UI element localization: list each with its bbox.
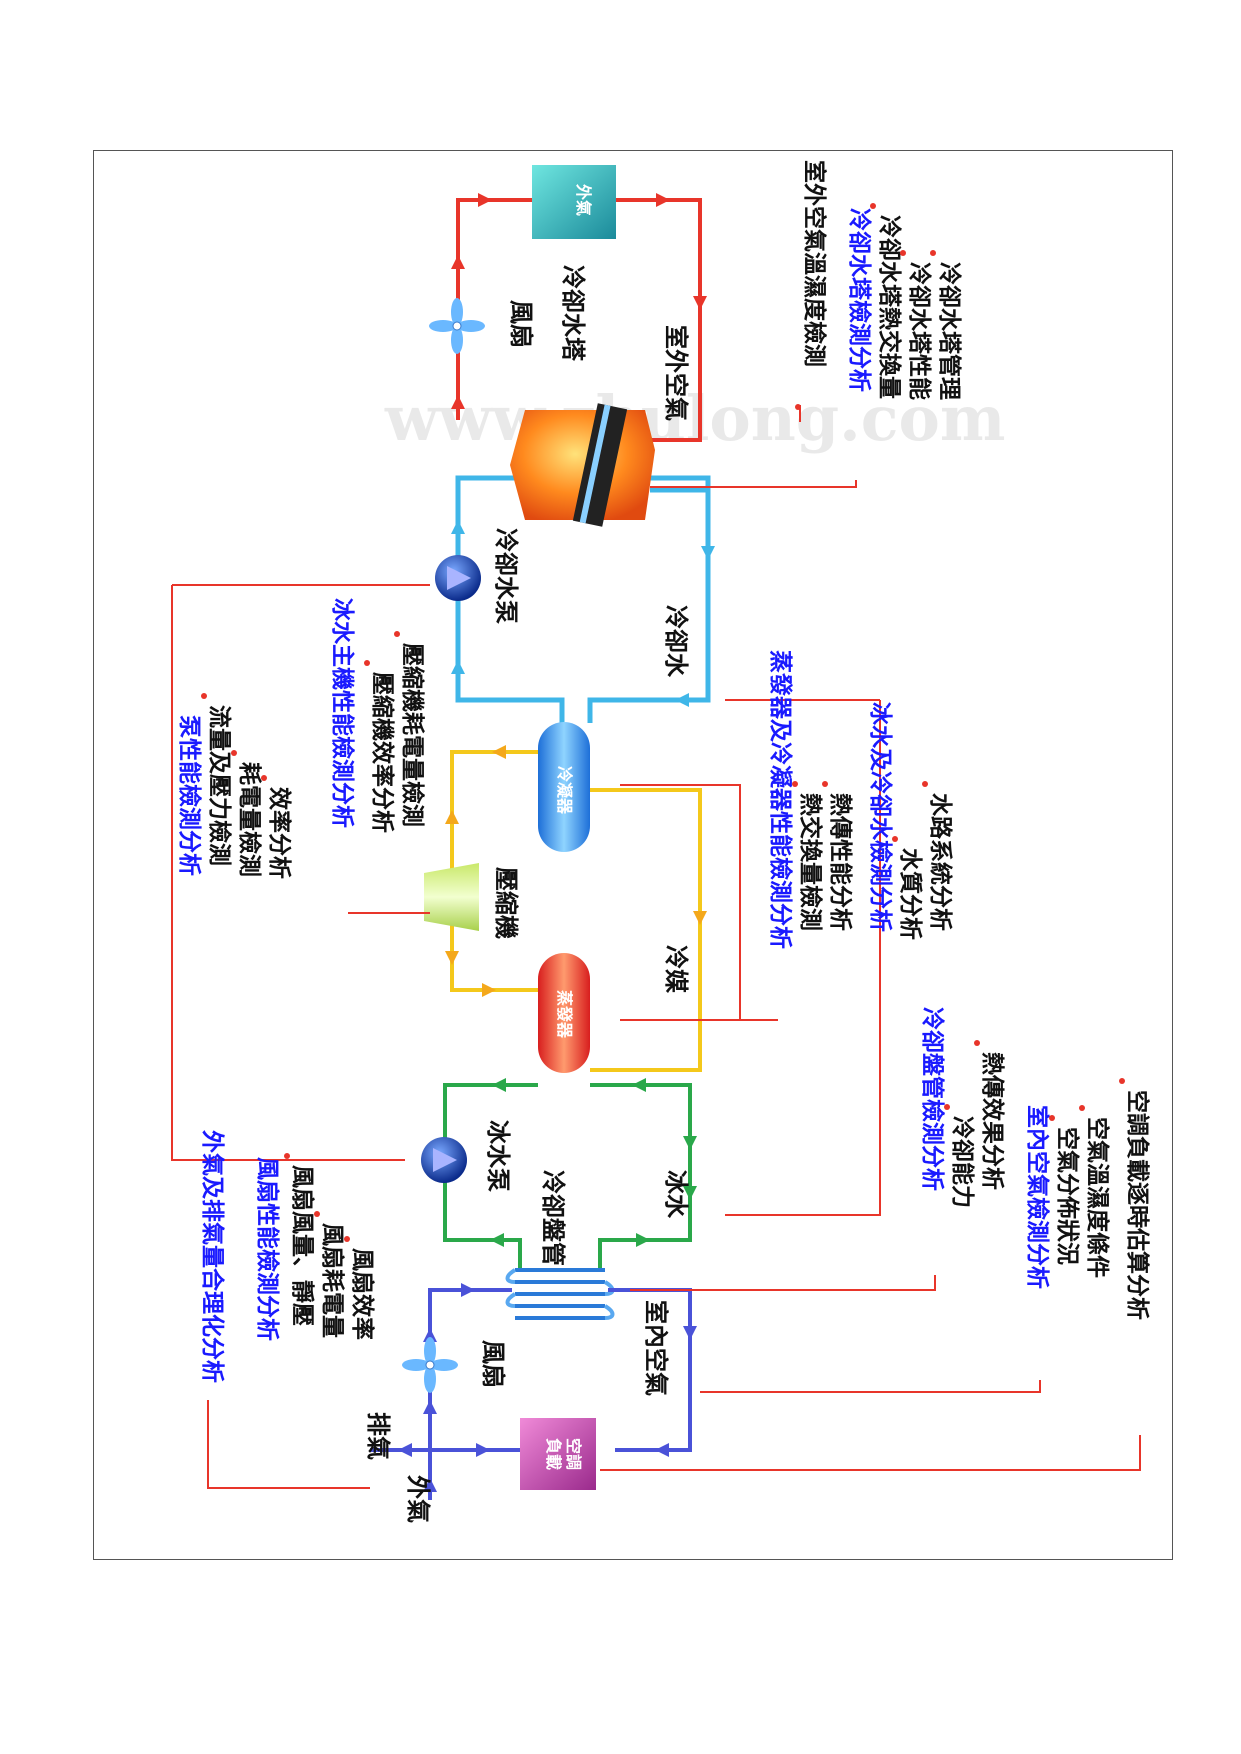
indoor-air-label: 室內空氣	[642, 1300, 670, 1396]
panel-water-title: 冰水及冷卻水檢測分析	[867, 702, 894, 932]
tower-fan-icon	[429, 298, 485, 354]
cooling-water-loop	[455, 475, 711, 723]
tower-air-arrows	[451, 193, 707, 409]
panel-exhaust-title: 外氣及排氣量合理化分析	[199, 1130, 226, 1383]
panel-tower-item: 冷卻水塔熱交換量	[876, 215, 903, 399]
air-load-box	[520, 1418, 596, 1490]
exhaust-label: 排氣	[364, 1412, 392, 1460]
cooling-water-arrows	[451, 520, 715, 707]
cooling-water-label: 冷卻水	[662, 605, 690, 678]
chilled-water-pump-label: 冰水泵	[484, 1120, 512, 1192]
panel-evap-cond-item: 熱傳性能分析	[827, 793, 854, 931]
panel-tower-item: 冷卻水塔管理	[936, 262, 963, 400]
air-load-label-1: 空調	[564, 1438, 583, 1470]
panel-indoor-title: 室內空氣檢測分析	[1024, 1105, 1051, 1289]
panel-chiller: 冰水主機性能檢測分析 壓縮機效率分析 壓縮機耗電量檢測	[329, 598, 426, 833]
panel-tower-item: 冷卻水塔性能	[906, 262, 933, 400]
panel-pump-item: 耗電量檢測	[236, 762, 263, 877]
panel-indoor-item: 空氣分佈狀況	[1054, 1127, 1081, 1265]
cooling-tower-label: 冷卻水塔	[559, 265, 587, 362]
panel-coil: 冷卻盤管檢測分析 冷卻能力 熱傳效果分析	[919, 1007, 1006, 1208]
panel-pump-title: 泵性能檢測分析	[176, 715, 203, 876]
chilled-water-pump-icon	[421, 1137, 467, 1183]
cooling-water-pump-icon	[435, 555, 481, 601]
outside-air-box	[532, 165, 616, 239]
cooling-water-pump-label: 冷卻水泵	[492, 528, 520, 624]
panel-pump: 泵性能檢測分析 流量及壓力檢測 耗電量檢測 效率分析	[176, 705, 293, 879]
condenser-label: 冷凝器	[555, 766, 574, 815]
panel-fan-item: 風扇耗電量	[319, 1223, 346, 1338]
refrigerant-loop	[450, 750, 702, 1072]
panel-coil-item: 冷卻能力	[949, 1116, 976, 1208]
panel-chiller-title: 冰水主機性能檢測分析	[329, 598, 356, 828]
air-load-label-2: 負載	[544, 1438, 563, 1470]
condenser-icon	[538, 722, 590, 852]
panel-chiller-item: 壓縮機效率分析	[369, 672, 396, 833]
compressor-label: 壓縮機	[492, 867, 520, 939]
compressor-icon	[424, 863, 479, 931]
callout-lines	[171, 405, 1141, 1489]
outdoor-humidity-label: 室外空氣溫濕度檢測	[801, 160, 828, 367]
tower-fan-label: 風扇	[507, 300, 535, 348]
outside-air-label: 外氣	[404, 1475, 432, 1523]
cooling-coil-label: 冷卻盤管	[539, 1170, 567, 1266]
panel-evap-cond: 蒸發器及冷凝器性能檢測分析 熱交換量檢測 熱傳性能分析	[767, 650, 854, 949]
chilled-water-loop	[443, 1083, 692, 1270]
evaporator-label: 蒸發器	[555, 990, 574, 1039]
chilled-water-label: 冰水	[662, 1170, 690, 1219]
panel-water-item: 水路系統分析	[927, 793, 954, 931]
ahu-fan-icon	[402, 1337, 458, 1393]
panel-water: 冰水及冷卻水檢測分析 水質分析 水路系統分析	[867, 702, 954, 940]
panel-fan: 風扇性能檢測分析 風扇風量、靜壓 風扇耗電量 風扇效率	[254, 1157, 376, 1341]
air-handling-arrows	[398, 1283, 697, 1492]
refrigerant-label: 冷媒	[662, 945, 690, 994]
panel-evap-cond-title: 蒸發器及冷凝器性能檢測分析	[767, 650, 794, 949]
panel-chiller-item: 壓縮機耗電量檢測	[399, 643, 426, 827]
panel-tower-title: 冷卻水塔檢測分析	[846, 208, 873, 392]
panel-water-item: 水質分析	[897, 848, 923, 940]
cooling-tower-icon	[510, 403, 655, 527]
ahu-fan-label: 風扇	[479, 1340, 507, 1388]
outside-air-box-label: 外氣	[574, 183, 593, 216]
cooling-coil-icon	[505, 1268, 615, 1320]
panel-tower: 冷卻水塔檢測分析 冷卻水塔熱交換量 冷卻水塔性能 冷卻水塔管理	[846, 208, 963, 400]
diagram-frame	[93, 150, 1173, 1560]
outdoor-air-label: 室外空氣	[662, 325, 690, 421]
chilled-water-arrows	[490, 1078, 697, 1247]
panel-indoor-item: 空調負載逐時估算分析	[1124, 1090, 1151, 1320]
panel-coil-item: 熱傳效果分析	[979, 1052, 1006, 1190]
panel-evap-cond-item: 熱交換量檢測	[797, 793, 824, 931]
panel-fan-title: 風扇性能檢測分析	[254, 1157, 281, 1341]
panel-fan-item: 風扇風量、靜壓	[289, 1165, 316, 1326]
panel-coil-title: 冷卻盤管檢測分析	[919, 1007, 946, 1191]
refrigerant-arrows	[445, 745, 707, 997]
panel-indoor: 室內空氣檢測分析 空氣分佈狀況 空氣溫濕度條件 空調負載逐時估算分析	[1024, 1090, 1151, 1320]
panel-pump-item: 效率分析	[266, 787, 293, 879]
evaporator-icon	[538, 953, 590, 1073]
panel-indoor-item: 空氣溫濕度條件	[1084, 1117, 1111, 1278]
watermark: www.zhulong.com	[384, 382, 1005, 455]
bullet-markers	[201, 203, 1125, 1242]
panel-pump-item: 流量及壓力檢測	[206, 705, 233, 866]
panel-fan-item: 風扇效率	[349, 1248, 376, 1340]
